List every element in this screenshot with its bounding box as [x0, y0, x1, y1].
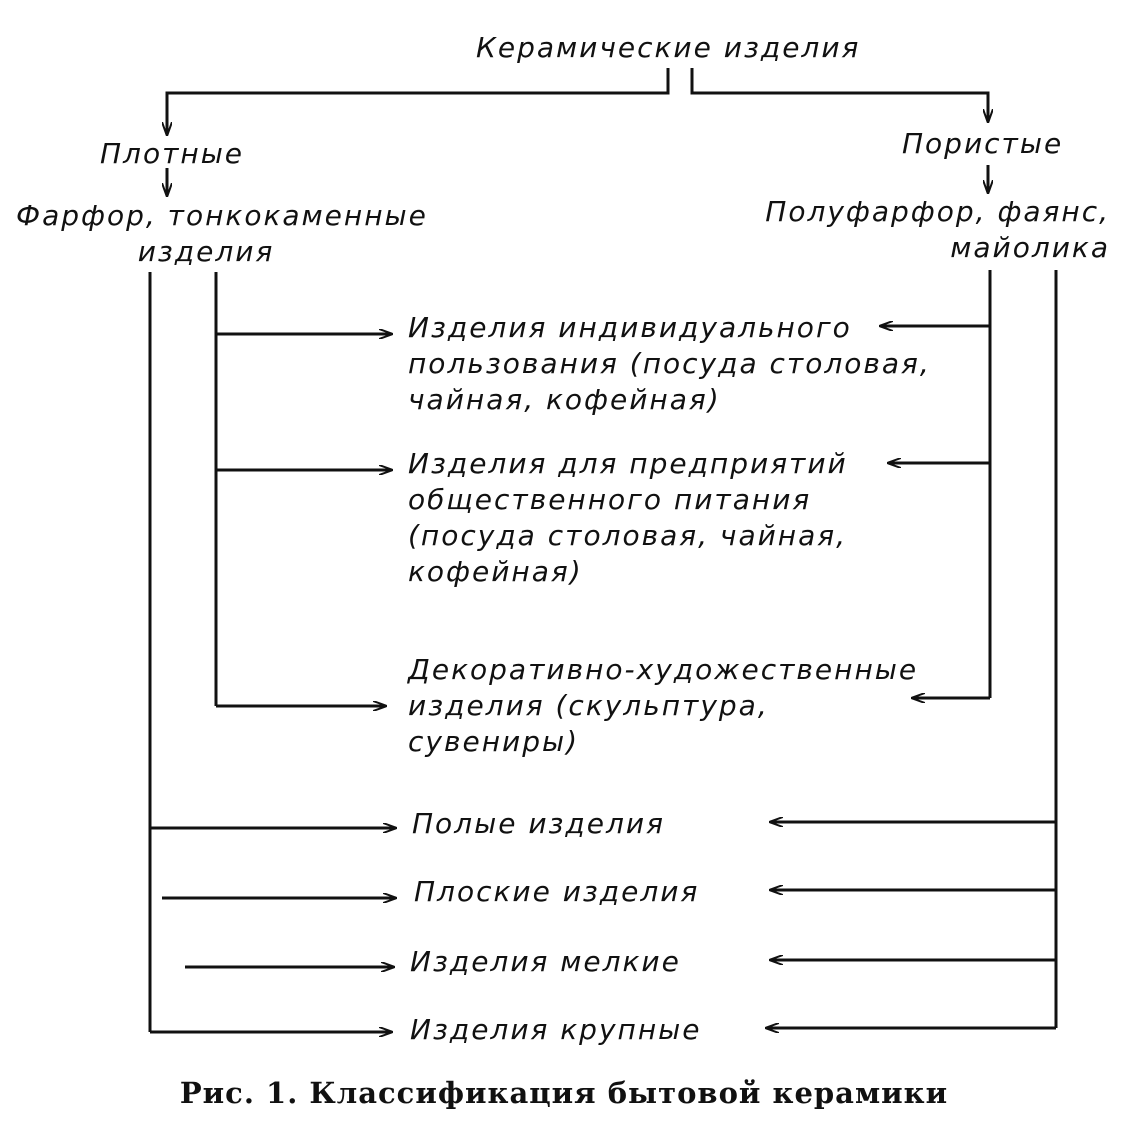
dense-materials-line-1: Фарфор, тонкокаменные	[16, 199, 428, 232]
shape-item-flat-text: Плоские изделия	[414, 875, 700, 908]
porous-materials-line-1: Полуфарфор, фаянс,	[765, 195, 1110, 228]
purpose-item-catering-line-2: общественного питания	[408, 483, 812, 516]
size-item-small-text: Изделия мелкие	[410, 945, 681, 978]
porous-materials-label: Полуфарфор, фаянс, майолика	[760, 194, 1110, 266]
porous-category-label: Пористые	[902, 126, 1063, 162]
porous-materials-line-2: майолика	[950, 231, 1110, 264]
size-item-large: Изделия крупные	[410, 1012, 701, 1048]
purpose-item-individual: Изделия индивидуального пользования (пос…	[408, 310, 931, 418]
size-item-large-text: Изделия крупные	[410, 1013, 702, 1046]
size-item-small: Изделия мелкие	[410, 944, 681, 980]
purpose-item-catering-line-3: (посуда столовая, чайная,	[408, 519, 848, 552]
shape-item-hollow: Полые изделия	[412, 806, 665, 842]
purpose-item-catering-line-1: Изделия для предприятий	[408, 447, 848, 480]
shape-item-hollow-text: Полые изделия	[412, 807, 665, 840]
porous-category-text: Пористые	[902, 127, 1064, 160]
purpose-item-individual-line-2: пользования (посуда столовая,	[408, 347, 931, 380]
dense-materials-line-2: изделия	[137, 235, 275, 268]
figure-caption: Рис. 1. Классификация бытовой керамики	[179, 1076, 949, 1110]
root-node-text: Керамические изделия	[476, 31, 861, 64]
purpose-item-individual-line-3: чайная, кофейная)	[408, 383, 721, 416]
purpose-item-catering: Изделия для предприятий общественного пи…	[408, 446, 848, 590]
purpose-item-decorative-line-3: сувениры)	[408, 725, 580, 758]
purpose-item-catering-line-4: кофейная)	[408, 555, 583, 588]
purpose-item-decorative-line-2: изделия (скульптура,	[408, 689, 769, 722]
root-to-porous-line	[690, 68, 988, 122]
dense-category-text: Плотные	[100, 137, 245, 170]
dense-materials-label: Фарфор, тонкокаменные изделия	[16, 198, 428, 270]
purpose-item-decorative-line-1: Декоративно-художественные	[408, 653, 919, 686]
root-to-dense-line	[167, 68, 670, 135]
purpose-item-decorative: Декоративно-художественные изделия (скул…	[408, 652, 918, 760]
shape-item-flat: Плоские изделия	[414, 874, 699, 910]
purpose-item-individual-line-1: Изделия индивидуального	[408, 311, 852, 344]
root-node-label: Керамические изделия	[476, 30, 860, 66]
dense-category-label: Плотные	[100, 136, 244, 172]
